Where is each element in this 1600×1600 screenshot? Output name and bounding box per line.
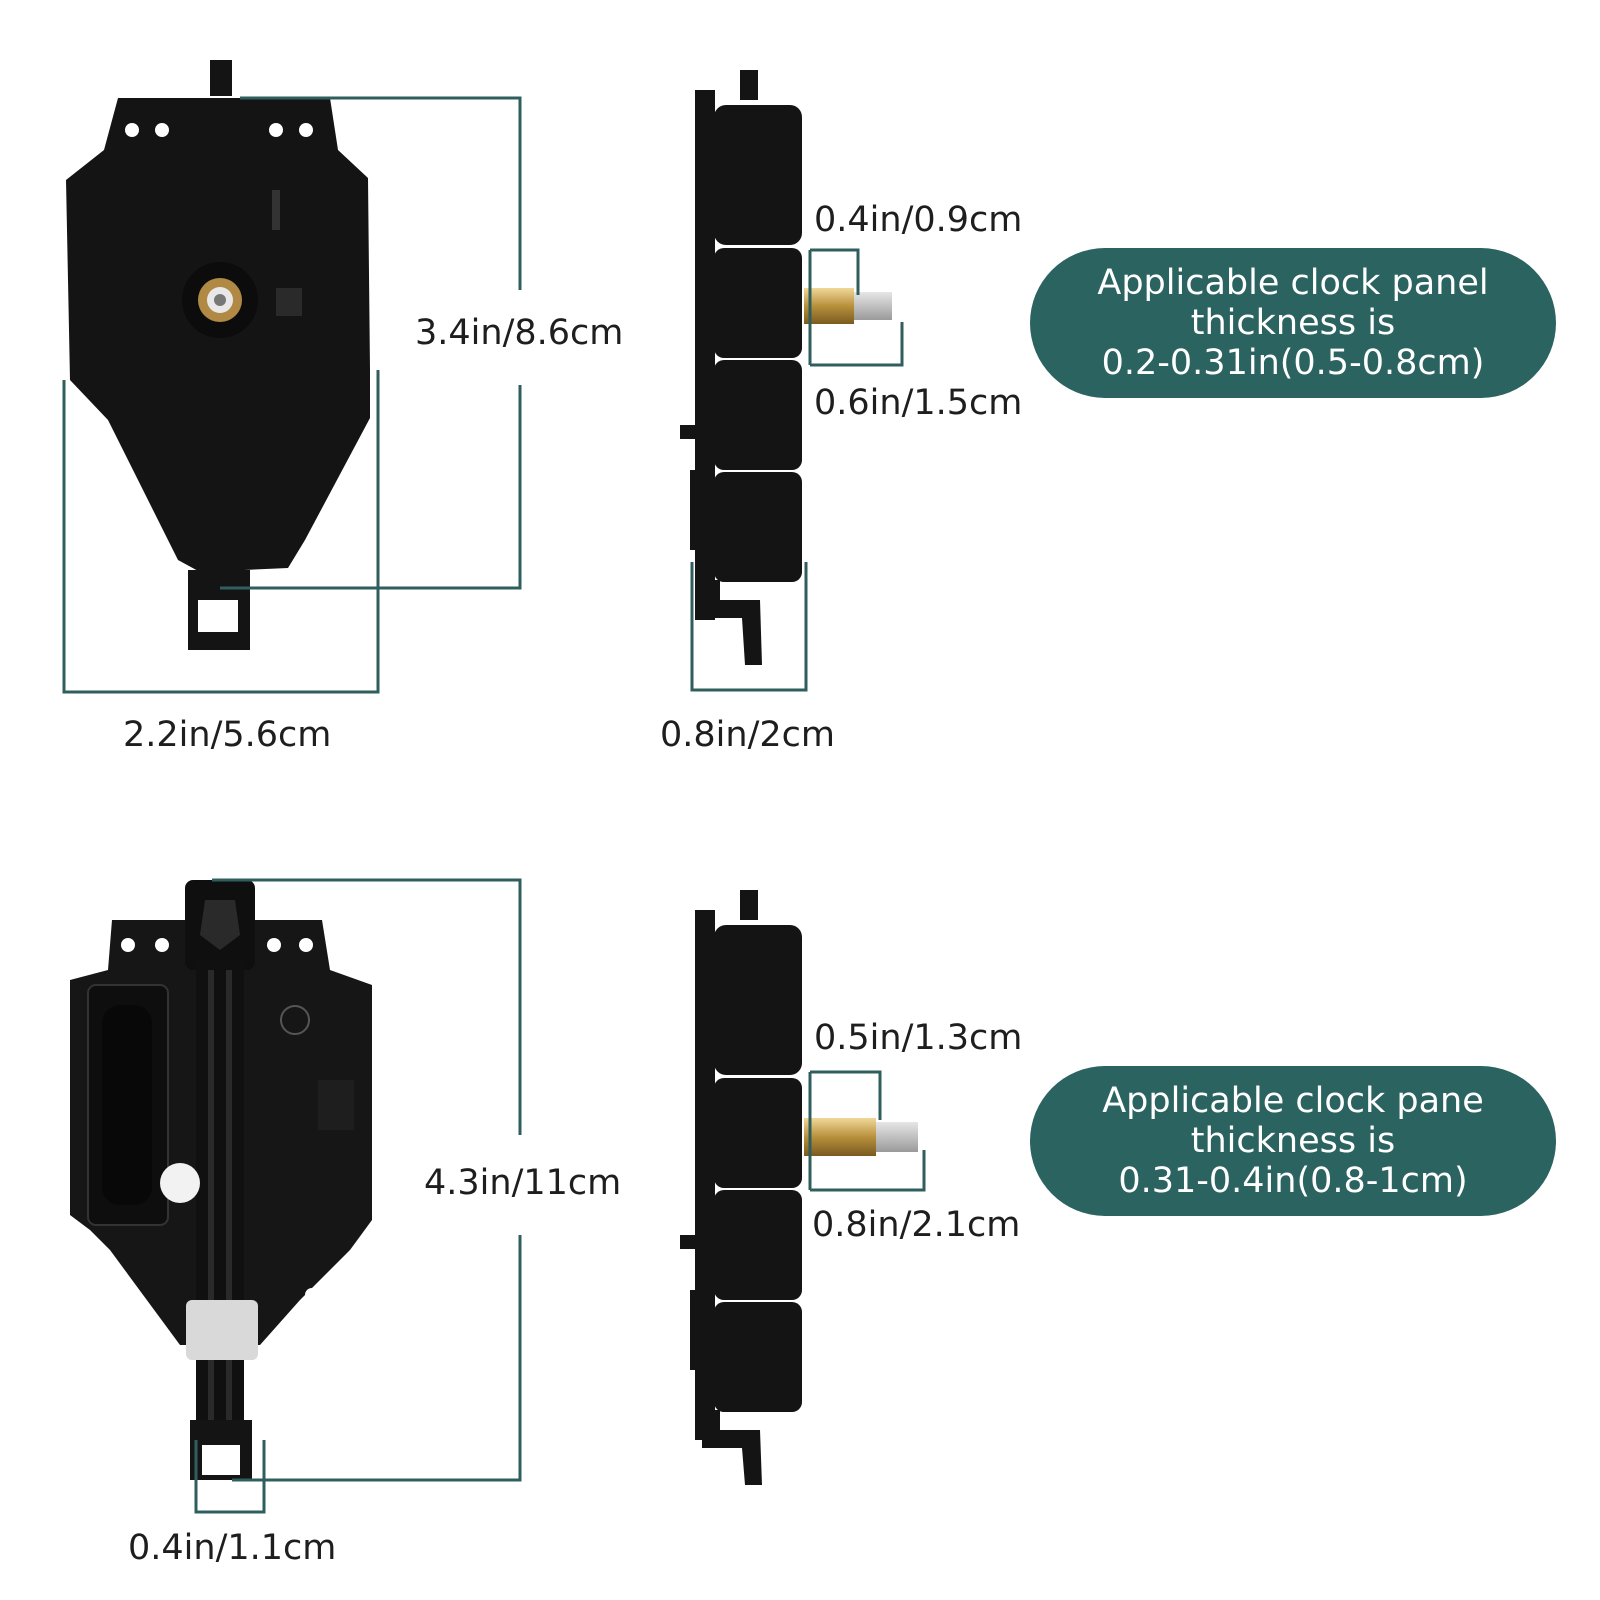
top-width-label: 2.2in/5.6cm	[123, 715, 332, 755]
bottom-hanger-width-label: 0.4in/1.1cm	[128, 1528, 337, 1568]
badge-line: Applicable clock pane	[1102, 1081, 1484, 1121]
badge-line: thickness is	[1190, 1121, 1396, 1161]
top-panel-thickness-badge: Applicable clock panel thickness is 0.2-…	[1030, 248, 1556, 398]
brass-shaft	[804, 288, 854, 324]
bottom-side-movement	[680, 890, 918, 1485]
dimension-lines	[62, 96, 926, 1514]
badge-line: 0.2-0.31in(0.5-0.8cm)	[1101, 343, 1485, 383]
bottom-shaft-length-label: 0.8in/2.1cm	[812, 1205, 1021, 1245]
top-side-depth-label: 0.8in/2cm	[660, 715, 835, 755]
top-side-movement	[680, 70, 892, 665]
pendulum-clip	[186, 1300, 258, 1360]
shaft-tip	[854, 292, 892, 320]
top-shaft-thread-label: 0.4in/0.9cm	[814, 200, 1023, 240]
white-gear	[160, 1163, 200, 1203]
mounting-holes	[121, 123, 313, 487]
badge-line: Applicable clock panel	[1097, 263, 1489, 303]
mounting-holes	[121, 938, 319, 1302]
brass-shaft	[804, 1118, 876, 1156]
bottom-panel-thickness-badge: Applicable clock pane thickness is 0.31-…	[1030, 1066, 1556, 1216]
top-shaft-length-label: 0.6in/1.5cm	[814, 383, 1023, 423]
bottom-front-movement	[70, 880, 372, 1480]
bottom-shaft-thread-label: 0.5in/1.3cm	[814, 1018, 1023, 1058]
top-front-movement	[66, 60, 370, 650]
shaft-tip	[876, 1122, 918, 1152]
badge-line: thickness is	[1190, 303, 1396, 343]
badge-line: 0.31-0.4in(0.8-1cm)	[1118, 1161, 1468, 1201]
bottom-height-label: 4.3in/11cm	[424, 1163, 622, 1203]
hand-shaft-front	[182, 262, 258, 338]
top-height-label: 3.4in/8.6cm	[415, 313, 624, 353]
